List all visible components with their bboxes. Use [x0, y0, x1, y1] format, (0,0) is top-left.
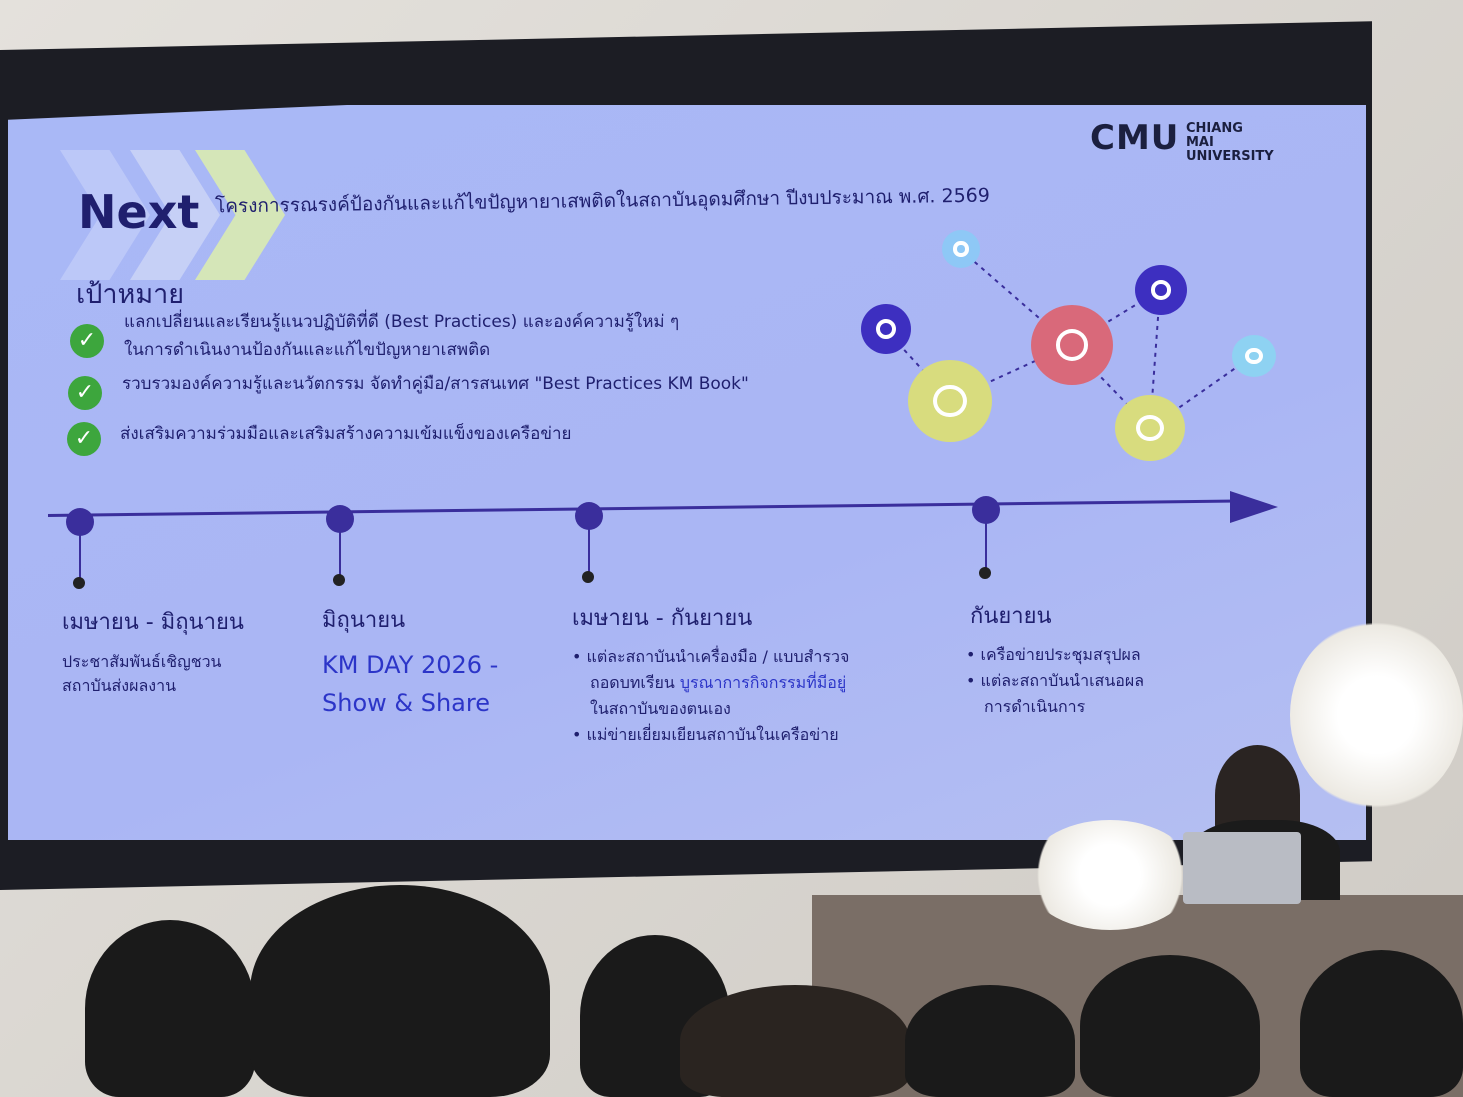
audience-member	[905, 985, 1075, 1097]
timeline-desc: • เครือข่ายประชุมสรุปผล • แต่ละสถาบันนำเ…	[966, 645, 1145, 716]
timeline-desc: ประชาสัมพันธ์เชิญชวนสถาบันส่งผลงาน	[62, 652, 222, 695]
person-network-icon	[1115, 395, 1185, 461]
timeline-period: เมษายน - มิถุนายน	[62, 610, 244, 635]
flower-arrangement	[1290, 620, 1463, 810]
timeline-anchor	[979, 567, 991, 579]
slide-heading: Next	[78, 185, 200, 239]
timeline-anchor	[73, 577, 85, 589]
person-network-icon	[908, 360, 992, 442]
timeline-stem	[985, 518, 987, 573]
flower-arrangement	[1025, 820, 1195, 930]
person-network-icon	[1031, 305, 1113, 385]
timeline-period: มิถุนายน	[322, 608, 406, 633]
timeline-desc: • แต่ละสถาบันนำเครื่องมือ / แบบสำรวจ ถอด…	[572, 647, 850, 744]
person-network-icon	[1232, 335, 1276, 377]
timeline-anchor	[333, 574, 345, 586]
laptop	[1183, 832, 1301, 904]
check-icon: ✓	[68, 376, 102, 410]
check-icon: ✓	[70, 324, 104, 358]
goal-item: ส่งเสริมความร่วมมือและเสริมสร้างความเข้ม…	[120, 424, 572, 444]
timeline-anchor	[582, 571, 594, 583]
audience-member	[250, 885, 550, 1097]
km-day-highlight: KM DAY 2026 -Show & Share	[322, 651, 499, 717]
person-network-icon	[861, 304, 911, 354]
audience-member	[1080, 955, 1260, 1097]
goals-heading: เป้าหมาย	[76, 279, 185, 310]
timeline-arrow-icon	[1230, 491, 1278, 523]
goal-item: แลกเปลี่ยนและเรียนรู้แนวปฏิบัติที่ดี (Be…	[124, 312, 680, 360]
timeline-stem	[79, 530, 81, 585]
timeline-period: เมษายน - กันยายน	[572, 606, 753, 631]
timeline-stem	[339, 527, 341, 582]
timeline-period: กันยายน	[970, 604, 1052, 629]
person-network-icon	[1135, 265, 1187, 315]
goal-item: รวบรวมองค์ความรู้และนวัตกรรม จัดทำคู่มือ…	[122, 374, 749, 394]
audience-member	[1300, 950, 1463, 1097]
check-icon: ✓	[67, 422, 101, 456]
person-network-icon	[942, 230, 980, 268]
timeline-stem	[588, 524, 590, 579]
audience-member	[85, 920, 255, 1097]
audience-member	[680, 985, 910, 1097]
